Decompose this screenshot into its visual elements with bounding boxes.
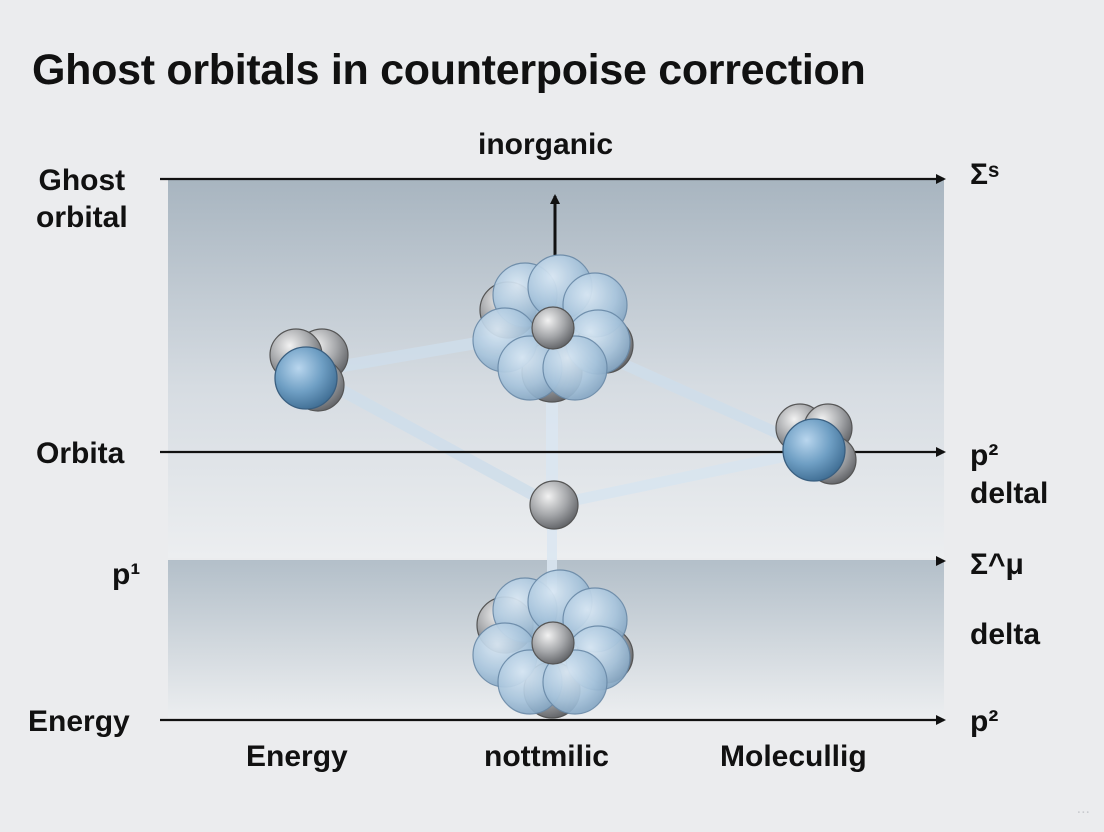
top-label-inorganic: inorganic bbox=[478, 128, 614, 161]
left-label-p1: p¹ bbox=[112, 558, 141, 591]
right-label-sigma-s: Σˢ bbox=[970, 158, 1000, 191]
bottom-label-nottmilic: nottmilic bbox=[484, 740, 609, 773]
bottom-label-molecullig: Molecullig bbox=[720, 740, 867, 773]
left-label-energy: Energy bbox=[28, 705, 130, 738]
right-label-p2-deltal: p² deltal bbox=[970, 439, 1049, 510]
right-label-sigma-mu: Σ^μ bbox=[970, 548, 1024, 581]
central-upper-cluster bbox=[472, 254, 634, 403]
right-label-delta: delta bbox=[970, 618, 1041, 651]
left-molecule-cluster bbox=[269, 328, 349, 412]
right-label-p2: p² bbox=[970, 705, 999, 738]
watermark: ... bbox=[1076, 800, 1090, 817]
right-molecule-cluster bbox=[775, 403, 857, 485]
central-lower-cluster bbox=[472, 569, 634, 719]
left-label-ghost-orbital: Ghost orbital bbox=[36, 162, 128, 236]
junction-atom bbox=[529, 480, 579, 530]
bottom-label-energy: Energy bbox=[246, 740, 348, 773]
diagram-title: Ghost orbitals in counterpoise correctio… bbox=[32, 46, 866, 94]
left-label-orbita: Orbita bbox=[36, 437, 125, 470]
left-label-ghost-orbital-text: Ghost orbital bbox=[36, 164, 128, 234]
